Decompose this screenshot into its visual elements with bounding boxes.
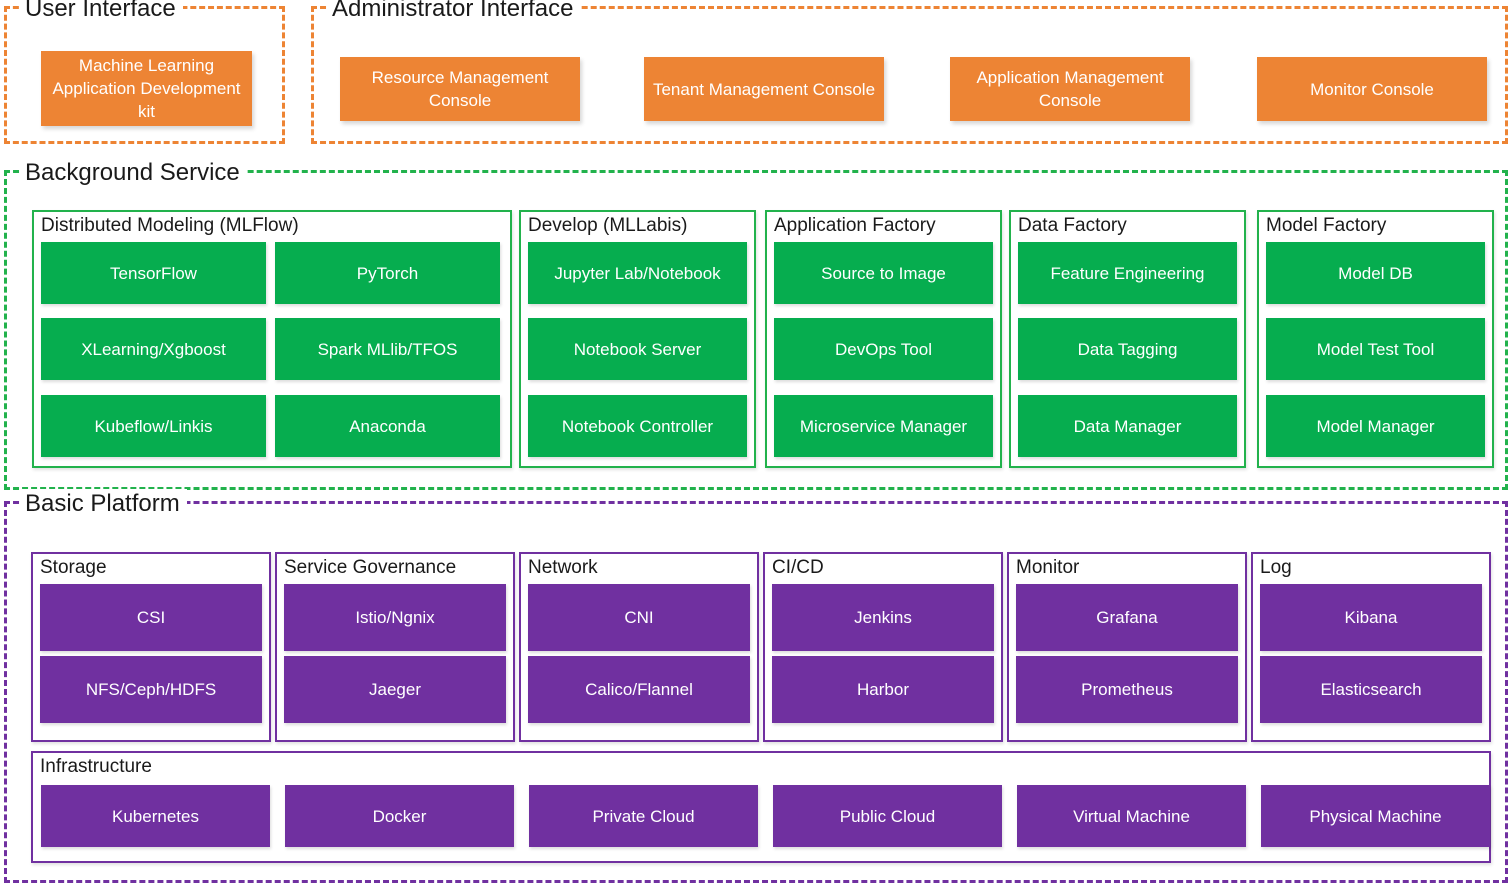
panel-data-factory: Data Factory Feature Engineering Data Ta…: [1009, 210, 1246, 468]
box-kubernetes[interactable]: Kubernetes: [41, 785, 270, 847]
box-prometheus[interactable]: Prometheus: [1016, 656, 1238, 723]
panel-storage: Storage CSI NFS/Ceph/HDFS: [31, 552, 271, 742]
box-data-tagging[interactable]: Data Tagging: [1018, 318, 1237, 380]
panel-cicd-title: CI/CD: [772, 557, 824, 578]
box-data-manager[interactable]: Data Manager: [1018, 395, 1237, 457]
panel-network: Network CNI Calico/Flannel: [519, 552, 759, 742]
box-grafana[interactable]: Grafana: [1016, 584, 1238, 651]
box-model-manager[interactable]: Model Manager: [1266, 395, 1485, 457]
administrator-interface-title: Administrator Interface: [328, 0, 581, 24]
box-physical-machine[interactable]: Physical Machine: [1261, 785, 1490, 847]
panel-model-factory-title: Model Factory: [1266, 215, 1387, 236]
panel-distributed-modeling-title: Distributed Modeling (MLFlow): [41, 215, 299, 236]
panel-monitor: Monitor Grafana Prometheus: [1007, 552, 1247, 742]
box-model-test-tool[interactable]: Model Test Tool: [1266, 318, 1485, 380]
box-nfs-ceph-hdfs[interactable]: NFS/Ceph/HDFS: [40, 656, 262, 723]
box-spark-mllib-tfos[interactable]: Spark MLlib/TFOS: [275, 318, 500, 380]
box-calico-flannel[interactable]: Calico/Flannel: [528, 656, 750, 723]
box-jupyter-lab-notebook[interactable]: Jupyter Lab/Notebook: [528, 242, 747, 304]
box-public-cloud[interactable]: Public Cloud: [773, 785, 1002, 847]
box-istio-ngnix[interactable]: Istio/Ngnix: [284, 584, 506, 651]
box-monitor-console[interactable]: Monitor Console: [1257, 57, 1487, 121]
box-resource-management-console[interactable]: Resource Management Console: [340, 57, 580, 121]
panel-log: Log Kibana Elasticsearch: [1251, 552, 1491, 742]
box-virtual-machine[interactable]: Virtual Machine: [1017, 785, 1246, 847]
panel-develop: Develop (MLLabis) Jupyter Lab/Notebook N…: [519, 210, 756, 468]
box-devops-tool[interactable]: DevOps Tool: [774, 318, 993, 380]
panel-service-governance: Service Governance Istio/Ngnix Jaeger: [275, 552, 515, 742]
panel-infrastructure: Infrastructure Kubernetes Docker Private…: [31, 751, 1491, 863]
panel-distributed-modeling: Distributed Modeling (MLFlow) TensorFlow…: [32, 210, 512, 468]
basic-platform-zone: Basic Platform Storage CSI NFS/Ceph/HDFS…: [4, 489, 1508, 883]
panel-application-factory-title: Application Factory: [774, 215, 936, 236]
box-pytorch[interactable]: PyTorch: [275, 242, 500, 304]
panel-storage-title: Storage: [40, 557, 107, 578]
interface-layer: User Interface Machine Learning Applicat…: [0, 0, 1512, 144]
box-source-to-image[interactable]: Source to Image: [774, 242, 993, 304]
box-feature-engineering[interactable]: Feature Engineering: [1018, 242, 1237, 304]
user-interface-zone: User Interface Machine Learning Applicat…: [4, 0, 285, 144]
user-interface-title: User Interface: [21, 0, 183, 24]
basic-platform-title: Basic Platform: [21, 489, 187, 519]
box-kubeflow-linkis[interactable]: Kubeflow/Linkis: [41, 395, 266, 457]
administrator-interface-zone: Administrator Interface Resource Managem…: [311, 0, 1508, 144]
box-harbor[interactable]: Harbor: [772, 656, 994, 723]
box-docker[interactable]: Docker: [285, 785, 514, 847]
background-service-title: Background Service: [21, 158, 247, 188]
panel-data-factory-title: Data Factory: [1018, 215, 1127, 236]
box-anaconda[interactable]: Anaconda: [275, 395, 500, 457]
background-service-zone: Background Service Distributed Modeling …: [4, 158, 1508, 490]
box-ml-app-dev-kit[interactable]: Machine Learning Application Development…: [41, 51, 252, 126]
box-model-db[interactable]: Model DB: [1266, 242, 1485, 304]
panel-network-title: Network: [528, 557, 598, 578]
box-tensorflow[interactable]: TensorFlow: [41, 242, 266, 304]
panel-application-factory: Application Factory Source to Image DevO…: [765, 210, 1002, 468]
box-jaeger[interactable]: Jaeger: [284, 656, 506, 723]
box-cni[interactable]: CNI: [528, 584, 750, 651]
panel-service-governance-title: Service Governance: [284, 557, 457, 578]
box-notebook-server[interactable]: Notebook Server: [528, 318, 747, 380]
box-elasticsearch[interactable]: Elasticsearch: [1260, 656, 1482, 723]
panel-develop-title: Develop (MLLabis): [528, 215, 688, 236]
box-private-cloud[interactable]: Private Cloud: [529, 785, 758, 847]
box-csi[interactable]: CSI: [40, 584, 262, 651]
box-application-management-console[interactable]: Application Management Console: [950, 57, 1190, 121]
box-xlearning-xgboost[interactable]: XLearning/Xgboost: [41, 318, 266, 380]
panel-model-factory: Model Factory Model DB Model Test Tool M…: [1257, 210, 1494, 468]
panel-cicd: CI/CD Jenkins Harbor: [763, 552, 1003, 742]
box-jenkins[interactable]: Jenkins: [772, 584, 994, 651]
panel-log-title: Log: [1260, 557, 1292, 578]
box-notebook-controller[interactable]: Notebook Controller: [528, 395, 747, 457]
box-microservice-manager[interactable]: Microservice Manager: [774, 395, 993, 457]
panel-infrastructure-title: Infrastructure: [40, 756, 152, 777]
box-tenant-management-console[interactable]: Tenant Management Console: [644, 57, 884, 121]
panel-monitor-title: Monitor: [1016, 557, 1080, 578]
box-kibana[interactable]: Kibana: [1260, 584, 1482, 651]
